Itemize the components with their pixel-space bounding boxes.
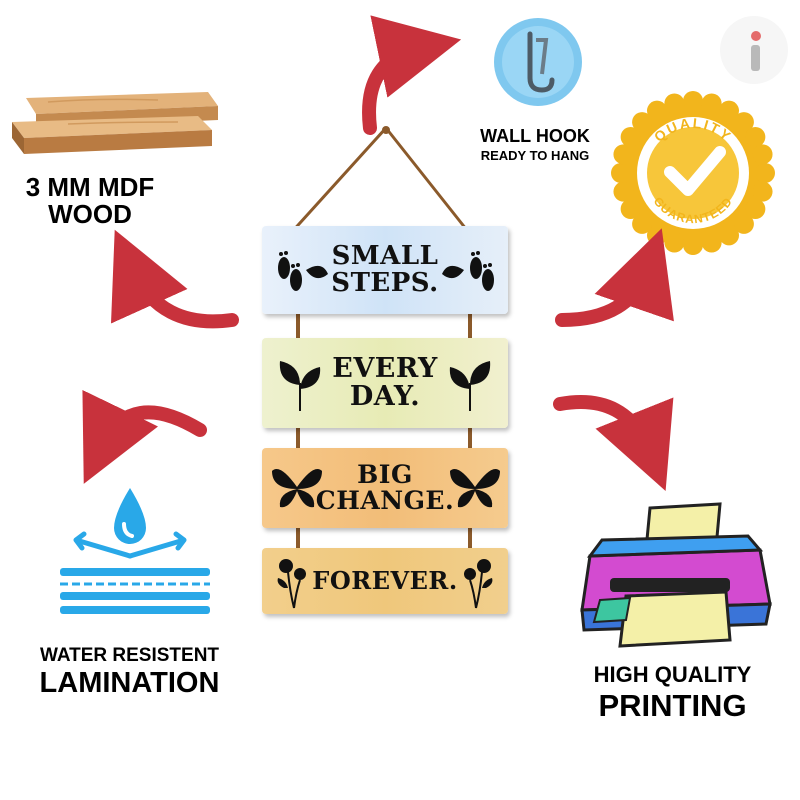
badge-scallop — [620, 127, 641, 147]
arrow-to-quality — [555, 228, 674, 327]
mdf-label: 3 MM MDF WOOD — [0, 172, 180, 230]
brand-logo-icon — [718, 14, 790, 86]
wood-planks-icon — [8, 88, 223, 158]
badge-scallop — [647, 100, 667, 121]
plank-forever: FOREVER. — [262, 548, 508, 614]
hook-label-line2: READY TO HANG — [480, 147, 590, 163]
arrow-to-mdf — [111, 229, 239, 329]
arrow-to-printing — [553, 395, 674, 491]
badge-scallop — [632, 112, 653, 133]
leaf-icon — [276, 353, 326, 413]
badge-scallop — [613, 144, 634, 165]
badge-scallop — [752, 144, 773, 165]
footprint-icon — [440, 240, 500, 300]
quality-badge-icon: QUALITY GUARANTEED — [608, 88, 778, 258]
lamination-label-line1: WATER RESISTENT — [39, 645, 220, 666]
flower-icon — [272, 552, 312, 610]
plank-3-line1: BIG — [357, 459, 413, 489]
badge-scallop — [664, 232, 685, 253]
printer-icon — [570, 500, 780, 650]
hook-label: WALL HOOK READY TO HANG — [455, 127, 615, 163]
plank-2-text: EVERY DAY. — [332, 352, 438, 412]
mdf-label-line1: 3 MM MDF — [25, 172, 155, 202]
plank-3-line2: CHANGE. — [315, 486, 455, 515]
arrow-to-lamination — [82, 389, 207, 484]
flower-icon — [458, 552, 498, 610]
badge-scallop — [719, 100, 739, 121]
arrow-to-hook — [362, 15, 462, 135]
badge-scallop — [701, 232, 722, 253]
badge-scallop — [745, 127, 766, 147]
footprint-icon — [270, 240, 330, 300]
badge-scallop — [745, 199, 766, 219]
badge-scallop — [733, 213, 754, 234]
butterfly-icon — [270, 463, 324, 513]
wall-hook-icon — [490, 14, 586, 110]
plank-2-line2: DAY. — [349, 381, 421, 412]
badge-scallop — [620, 199, 641, 219]
plank-3-text: BIG CHANGE. — [315, 459, 455, 515]
badge-scallop — [719, 225, 739, 246]
plank-1-line2: STEPS. — [331, 268, 439, 298]
plank-big-change: BIG CHANGE. — [262, 448, 508, 528]
badge-scallop — [683, 235, 703, 255]
badge-scallop — [613, 181, 634, 202]
plank-every-day: EVERY DAY. — [262, 338, 508, 428]
printing-label-line1: HIGH QUALITY — [593, 662, 752, 687]
plank-2-line1: EVERY — [332, 352, 438, 384]
butterfly-icon — [448, 463, 502, 513]
hook-label-line1: WALL HOOK — [480, 126, 590, 146]
badge-scallop — [752, 181, 773, 202]
badge-scallop — [611, 163, 631, 183]
mdf-label-line2: WOOD — [48, 199, 132, 230]
water-drop-icon — [46, 484, 216, 624]
plank-small-steps: SMALL STEPS. — [262, 226, 508, 314]
printing-label: HIGH QUALITY PRINTING — [575, 663, 770, 723]
plank-1-line1: SMALL — [331, 240, 439, 271]
lamination-label-line2: LAMINATION — [39, 666, 220, 699]
badge-scallop — [701, 93, 722, 114]
plank-4-text: FOREVER. — [312, 568, 457, 593]
lamination-label: WATER RESISTENT LAMINATION — [22, 645, 237, 699]
plank-1-text: SMALL STEPS. — [331, 240, 439, 298]
printing-label-line2: PRINTING — [598, 688, 747, 724]
plank-4-line1: FOREVER. — [312, 566, 458, 596]
badge-scallop — [683, 91, 703, 111]
leaf-icon — [444, 353, 494, 413]
badge-scallop — [664, 93, 685, 114]
badge-scallop — [755, 163, 775, 183]
badge-scallop — [733, 112, 754, 133]
rope-right — [468, 300, 472, 570]
rope-left — [296, 300, 300, 570]
